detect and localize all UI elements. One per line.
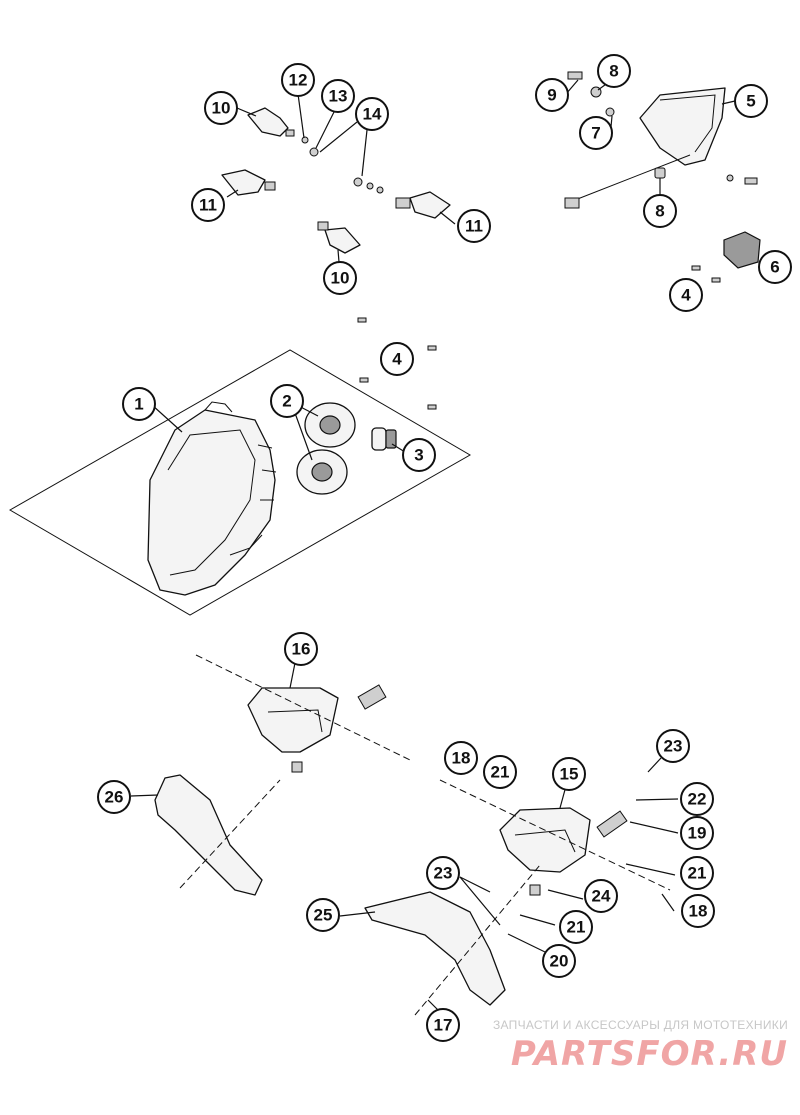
callout-7: 7 [579, 116, 613, 150]
turn-signal-front-left [247, 107, 295, 137]
headlight-screws [357, 317, 437, 410]
callout-16: 16 [284, 632, 318, 666]
callout-1: 1 [122, 387, 156, 421]
callout-10-bottom-label: 10 [331, 269, 350, 288]
callout-26: 26 [97, 780, 131, 814]
callout-1-label: 1 [134, 395, 143, 414]
callout-21-right: 21 [680, 856, 714, 890]
callout-18-right: 18 [681, 894, 715, 928]
callout-4-license-label: 4 [681, 286, 691, 305]
callout-8-bottom-label: 8 [655, 202, 664, 221]
callout-21-bottom: 21 [559, 910, 593, 944]
watermark-logo: PARTSFOR.RU [510, 1034, 788, 1074]
bulb-holder-upper [304, 402, 356, 448]
bracket-25 [364, 864, 541, 1016]
tail-light [564, 87, 726, 209]
callout-23-bottom-label: 23 [434, 864, 453, 883]
callout-17: 17 [426, 1008, 460, 1042]
callout-18-left-label: 18 [452, 749, 471, 768]
callout-20: 20 [542, 944, 576, 978]
callout-4-headlight: 4 [380, 342, 414, 376]
turn-signal-rear-right [395, 191, 451, 219]
callout-8-bottom: 8 [643, 194, 677, 228]
callout-11-right: 11 [457, 209, 491, 243]
callout-21-top-label: 21 [491, 763, 510, 782]
callout-10-top: 10 [204, 91, 238, 125]
callout-21-top: 21 [483, 755, 517, 789]
callout-13: 13 [321, 79, 355, 113]
callout-10-top-label: 10 [212, 99, 231, 118]
callout-9-label: 9 [547, 86, 556, 105]
callout-3-label: 3 [414, 446, 423, 465]
callout-24-label: 24 [592, 887, 611, 906]
turn-signal-rear-left [221, 169, 276, 196]
bulb [371, 427, 397, 451]
callout-5-label: 5 [746, 92, 755, 111]
callout-22: 22 [680, 782, 714, 816]
callout-25: 25 [306, 898, 340, 932]
callout-11-left-label: 11 [199, 196, 217, 215]
callout-20-label: 20 [550, 952, 569, 971]
callout-21-right-label: 21 [688, 864, 707, 883]
bulb-holder-lower [296, 449, 348, 495]
bracket-26 [154, 774, 281, 896]
watermark-tagline: ЗАПЧАСТИ И АКСЕССУАРЫ ДЛЯ МОТОТЕХНИКИ [492, 1018, 788, 1032]
callout-18-left: 18 [444, 741, 478, 775]
callout-14-label: 14 [363, 105, 382, 124]
turn-signal-front-right [317, 221, 361, 254]
callout-15: 15 [552, 757, 586, 791]
callout-10-bottom: 10 [323, 261, 357, 295]
callout-21-bottom-label: 21 [567, 918, 586, 937]
callout-23-bottom: 23 [426, 856, 460, 890]
callout-16-label: 16 [292, 640, 311, 659]
callout-23-top-label: 23 [664, 737, 683, 756]
callout-8-top-label: 8 [609, 62, 618, 81]
callout-26-label: 26 [105, 788, 124, 807]
callout-22-label: 22 [688, 790, 707, 809]
callout-4-headlight-label: 4 [392, 350, 402, 369]
turn-signal-hardware [301, 136, 384, 194]
callout-5: 5 [734, 84, 768, 118]
bracket-16 [195, 654, 411, 773]
callout-11-right-label: 11 [465, 217, 483, 236]
callout-6-label: 6 [770, 258, 779, 277]
watermark: ЗАПЧАСТИ И АКСЕССУАРЫ ДЛЯ МОТОТЕХНИКИ PA… [468, 1018, 788, 1074]
callout-2: 2 [270, 384, 304, 418]
callout-25-label: 25 [314, 906, 333, 925]
callout-7-label: 7 [591, 124, 600, 143]
callout-14: 14 [355, 97, 389, 131]
callout-13-label: 13 [329, 87, 348, 106]
callout-19: 19 [680, 816, 714, 850]
callout-11-left: 11 [191, 188, 225, 222]
callout-12: 12 [281, 63, 315, 97]
callout-19-label: 19 [688, 824, 707, 843]
callout-17-label: 17 [434, 1016, 453, 1035]
license-light [691, 231, 761, 283]
callout-8-top: 8 [597, 54, 631, 88]
callout-23-top: 23 [656, 729, 690, 763]
callout-2-label: 2 [282, 392, 291, 411]
callout-12-label: 12 [289, 71, 308, 90]
callout-9: 9 [535, 78, 569, 112]
callout-6: 6 [758, 250, 792, 284]
callout-3: 3 [402, 438, 436, 472]
callout-18-right-label: 18 [689, 902, 708, 921]
headlight-housing [147, 401, 277, 596]
headlight-assembly-frame [9, 349, 471, 616]
bracket-15 [439, 779, 671, 896]
callout-15-label: 15 [560, 765, 579, 784]
callout-4-license: 4 [669, 278, 703, 312]
callout-24: 24 [584, 879, 618, 913]
